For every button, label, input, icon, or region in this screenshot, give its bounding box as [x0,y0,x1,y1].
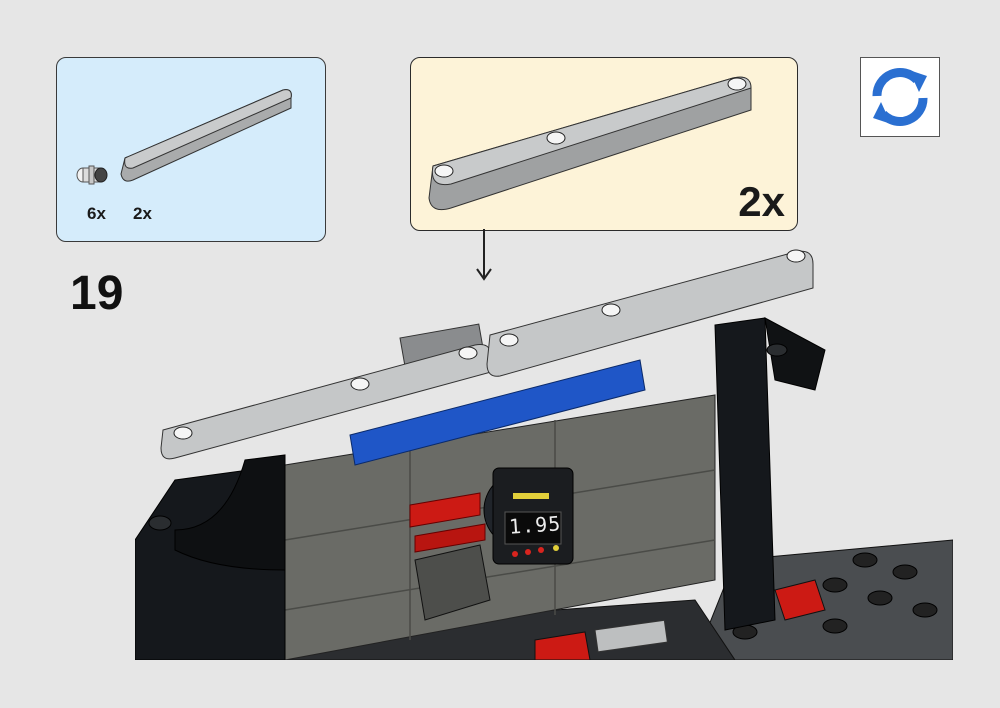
pin-icon [76,165,108,185]
submodel-beam [428,76,752,211]
red-vent [409,492,486,553]
rotate-model-icon [872,68,928,126]
rotate-indicator [860,57,940,137]
step-number: 19 [70,267,124,320]
submodel-callout: 2x [410,57,798,231]
parts-illustration [76,89,292,185]
display-readout: 1.95 [508,511,562,539]
submodel-quantity: 2x [738,178,785,225]
pin-quantity: 6x [87,204,106,223]
placement-arrow-icon [476,229,492,281]
liftarm-icon [120,89,292,182]
parts-callout: 6x 2x [56,57,326,242]
installed-beam-right [486,249,814,377]
liftarm-quantity: 2x [133,204,152,223]
installed-beam-left [160,344,492,460]
display-unit [483,467,574,565]
model-assembly [135,249,953,660]
